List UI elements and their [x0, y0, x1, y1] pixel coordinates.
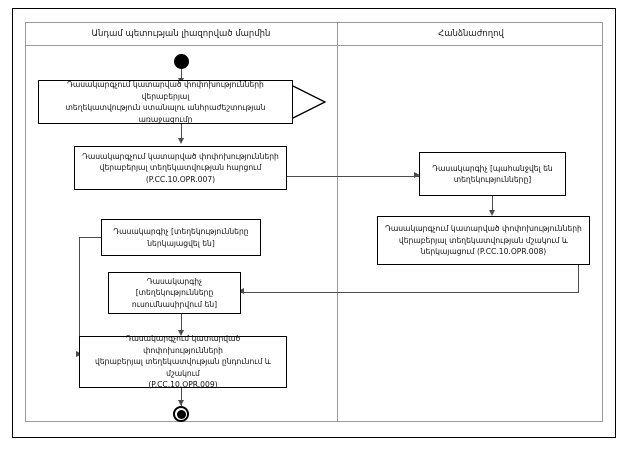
object-state-node-1-line1: Դասակարգիչ [պահանջվել են — [432, 163, 553, 173]
edge-activity2-to-state1-arrowhead — [414, 172, 420, 178]
edge-state3-to-activity4-arrowhead — [178, 330, 184, 336]
edge-activity3-to-state3-seg-h — [241, 292, 579, 294]
swimlane-frame — [25, 22, 603, 422]
activity-node-2-code: (P.CC.10.OPR.007) — [145, 174, 216, 184]
edge-activity4-to-end-arrowhead — [178, 400, 184, 406]
diagram-outer-frame — [12, 8, 616, 438]
object-state-node-3-line3: ուսումնասիրվում են] — [131, 299, 218, 309]
activity-node-1-line1: Դասակարգչում կատարված փոփոխությունների վ… — [67, 80, 264, 101]
object-state-node-1-line2: տեղեկությունները] — [453, 175, 532, 184]
swimlane-divider — [337, 22, 338, 422]
activity-node-3[interactable]: Դասակարգչում կատարված փոփոխությունների վ… — [377, 216, 590, 265]
activity-node-4-line2: վերաբերյալ տեղեկատվության ընդունում և մշ… — [95, 357, 271, 378]
activity-node-2[interactable]: Դասակարգչում կատարված փոփոխությունների վ… — [74, 146, 287, 190]
object-state-node-2[interactable]: Դասակարգիչ [տեղեկությունները ներկայացվել… — [101, 219, 261, 256]
edge-activity3-to-state3-arrowhead — [238, 288, 244, 294]
object-state-node-2-line2: ներկայացվել են] — [147, 238, 215, 248]
activity-node-3-line1: Դասակարգչում կատարված փոփոխությունների — [385, 224, 582, 234]
edge-activity1-to-activity2-arrowhead — [178, 138, 184, 144]
object-state-node-3[interactable]: Դասակարգիչ [տեղեկությունները ուսումնասիր… — [108, 272, 241, 314]
edge-start-to-activity1 — [181, 68, 183, 80]
activity-node-2-line2: վերաբերյալ տեղեկատվության հարցում — [99, 163, 262, 173]
activity-node-1-line2: տեղեկատվություն ստանալու անհրաժեշտության… — [65, 103, 266, 124]
edge-activity3-to-state3-seg-v — [578, 265, 580, 293]
swimlane-title-right: Հանձնաժողով — [438, 29, 504, 39]
object-state-node-1[interactable]: Դասակարգիչ [պահանջվել են տեղեկություններ… — [419, 152, 566, 196]
activity-node-3-line2: վերաբերյալ տեղեկատվության մշակում և — [398, 235, 569, 245]
final-node — [173, 406, 189, 422]
activity-node-3-line3: ներկայացում (P.CC.10.OPR.008) — [420, 247, 547, 257]
object-state-node-3-line2: [տեղեկությունները — [135, 288, 214, 298]
edge-activity2-to-state1 — [287, 176, 419, 178]
object-state-node-3-line1: Դասակարգիչ — [146, 276, 203, 286]
edge-activity4-to-end — [181, 388, 183, 406]
initial-node — [174, 54, 189, 69]
swimlane-header-rule — [25, 45, 603, 46]
swimlane-title-left: Անդամ պետության լիազորված մարմին — [91, 29, 271, 39]
activity-node-2-line1: Դասակարգչում կատարված փոփոխությունների — [82, 151, 279, 161]
signal-chevron-icon — [292, 85, 327, 119]
object-state-node-2-line1: Դասակարգիչ [տեղեկությունները — [113, 227, 249, 236]
activity-node-4[interactable]: Դասակարգչում կատարված փոփոխությունների վ… — [79, 334, 287, 390]
edge-state3-to-activity4 — [181, 314, 183, 334]
edge-state2-to-activity4-seg-h — [79, 237, 101, 239]
activity-node-4-code: (P.CC.10.OPR.009) — [148, 380, 218, 390]
activity-node-1[interactable]: Դասակարգչում կատարված փոփոխությունների վ… — [38, 80, 293, 124]
activity-node-4-line1: Դասակարգչում կատարված փոփոխությունների — [125, 334, 241, 355]
edge-state1-to-activity3 — [492, 196, 494, 212]
edge-state1-to-activity3-arrowhead — [489, 210, 495, 216]
edge-state2-to-activity4-seg-v — [79, 237, 81, 355]
edge-activity1-to-activity2 — [181, 124, 183, 140]
